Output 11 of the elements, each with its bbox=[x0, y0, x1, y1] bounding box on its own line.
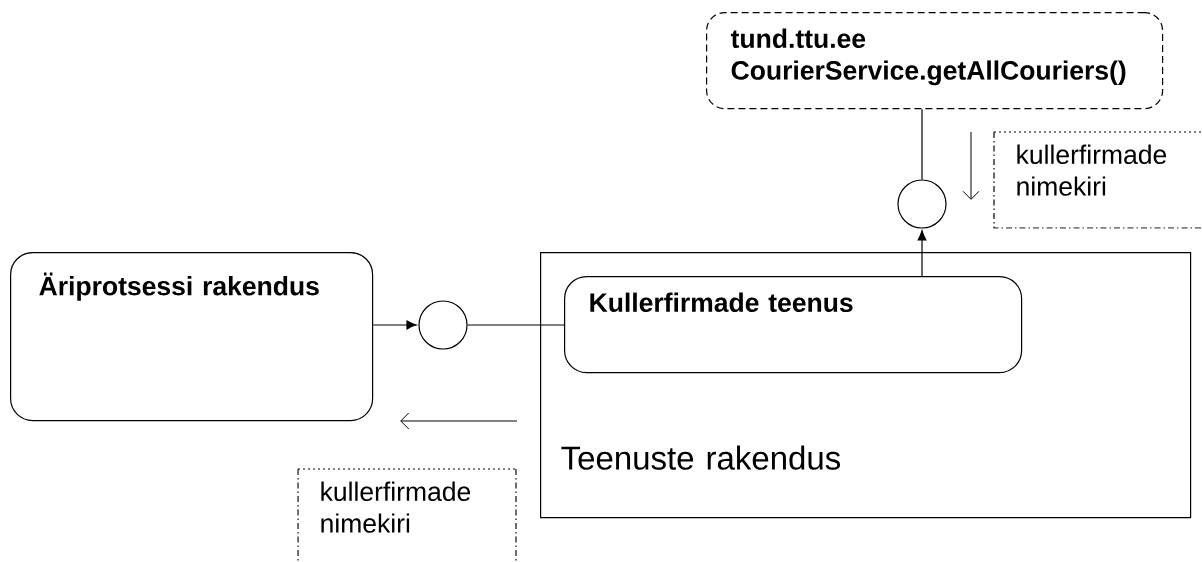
connector bbox=[372, 320, 417, 330]
note-box: kullerfirmade nimekiri bbox=[993, 131, 1202, 229]
connector bbox=[921, 108, 923, 180]
note-box: kullerfirmade nimekiri bbox=[297, 468, 517, 562]
service-box: Kullerfirmade teenus bbox=[564, 276, 1023, 374]
connector bbox=[467, 324, 565, 326]
process-box: Äriprotsessi rakendus bbox=[10, 252, 374, 422]
connector bbox=[917, 230, 927, 277]
interface-circle bbox=[897, 179, 947, 229]
interface-circle bbox=[418, 300, 468, 350]
service-endpoint-box: tund.ttu.ee CourierService.getAllCouriers() bbox=[706, 12, 1164, 110]
